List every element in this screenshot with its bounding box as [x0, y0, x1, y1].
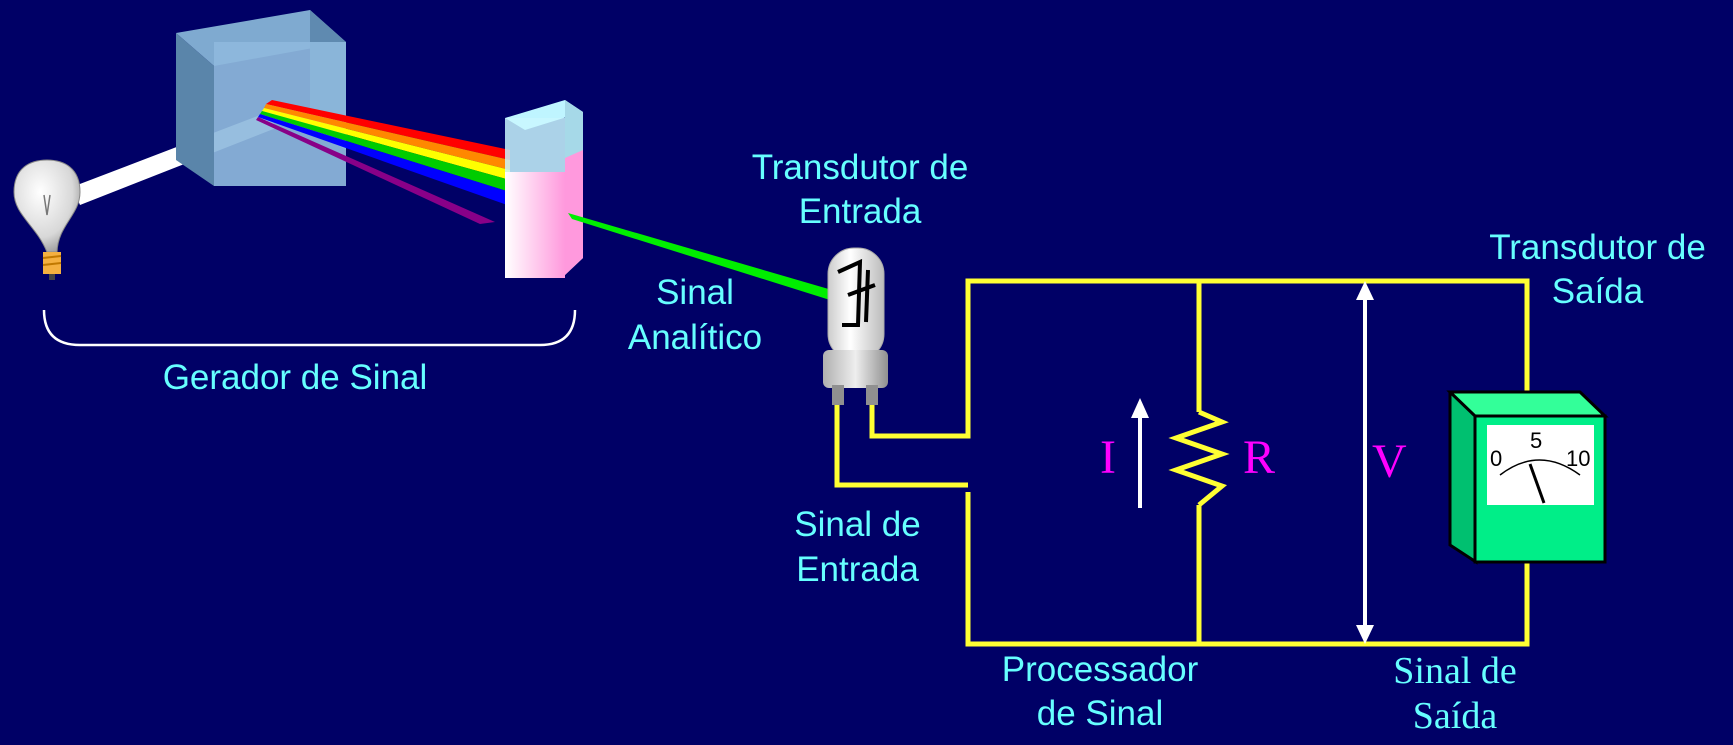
input-signal-label-line2: Entrada [796, 550, 919, 589]
output-transducer-label-line2: Saída [1551, 272, 1644, 311]
input-transducer-label-line1: Transdutor de [751, 148, 969, 187]
signal-generator-label: Gerador de Sinal [162, 358, 428, 397]
voltage-symbol: V [1372, 435, 1407, 488]
phototube-icon [823, 247, 888, 405]
analytical-signal-label-line2: Analítico [627, 318, 763, 357]
input-transducer-label-line2: Entrada [798, 192, 922, 231]
output-signal-label-line2: Saída [1412, 695, 1498, 737]
voltage-arrow [1356, 281, 1374, 644]
meter-icon [1446, 390, 1609, 565]
signal-processor-label-line1: Processador [1001, 650, 1199, 689]
analytical-signal-label-line1: Sinal [656, 273, 734, 312]
signal-processor-label-line2: de Sinal [1036, 694, 1164, 733]
generator-bracket [42, 309, 577, 347]
circuit-wires [834, 278, 1530, 647]
meter-scale-5: 5 [1530, 428, 1543, 453]
current-arrow [1131, 398, 1149, 508]
current-symbol: I [1100, 431, 1116, 484]
output-transducer-label-line1: Transdutor de [1489, 228, 1706, 267]
sample-cell-icon [505, 100, 583, 278]
output-signal-label-line1: Sinal de [1393, 650, 1517, 692]
input-signal-label-line1: Sinal de [794, 505, 921, 544]
prism-icon [176, 10, 346, 186]
resistance-symbol: R [1243, 431, 1276, 484]
analytical-beam [568, 213, 832, 300]
resistor-icon [1168, 409, 1230, 507]
meter-scale-10: 10 [1566, 446, 1591, 471]
light-bulb-icon [13, 159, 81, 280]
meter-scale-0: 0 [1490, 446, 1503, 471]
spectrum-beams [256, 100, 510, 224]
